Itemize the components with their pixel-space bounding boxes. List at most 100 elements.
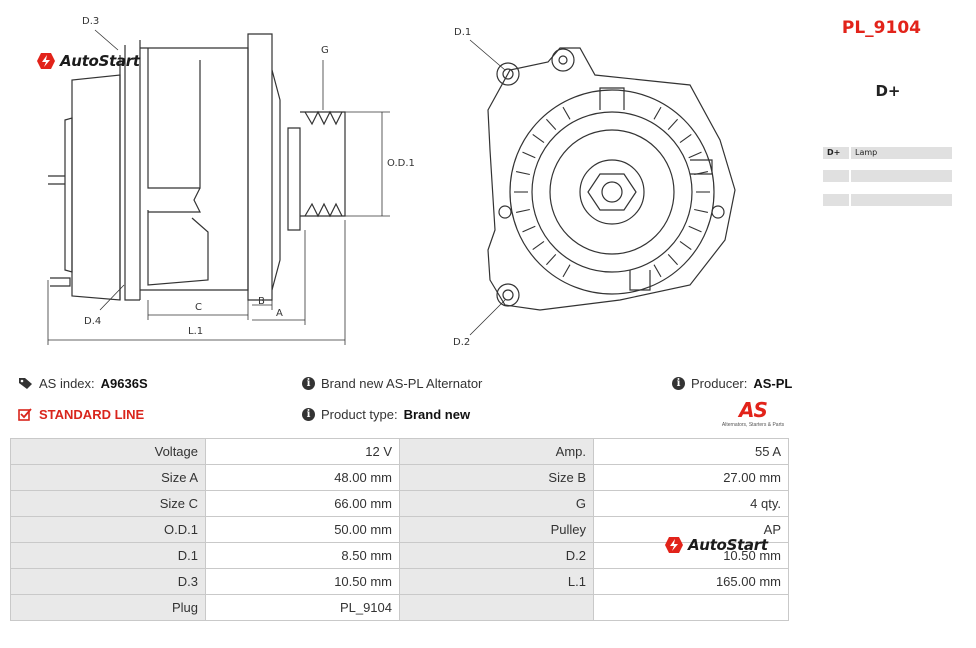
cooling-fin	[532, 240, 545, 251]
cooling-fin	[562, 106, 571, 120]
cooling-fin	[545, 118, 557, 130]
spec-table: Voltage 12 V Amp. 55 A Size A 48.00 mm S…	[10, 438, 789, 621]
as-index-info: AS index: A9636S	[18, 376, 148, 391]
autostart-logo-text: AutoStart	[60, 52, 140, 70]
terminal-code	[823, 170, 849, 182]
table-row: Size C 66.00 mm G 4 qty.	[10, 490, 789, 517]
info-icon: i	[302, 408, 315, 421]
spec-label: D.2	[399, 542, 594, 569]
table-row: Voltage 12 V Amp. 55 A	[10, 438, 789, 465]
dim-label-d1: D.1	[454, 27, 472, 38]
cooling-fin	[522, 225, 536, 233]
dim-label-d4: D.4	[84, 316, 102, 327]
cooling-fin	[694, 208, 709, 213]
tag-icon	[19, 378, 32, 389]
dim-label-b: B	[258, 296, 265, 307]
spec-label: D.3	[10, 568, 206, 595]
as-index-label: AS index:	[39, 376, 95, 391]
table-row: Size A 48.00 mm Size B 27.00 mm	[10, 464, 789, 491]
table-row: O.D.1 50.00 mm Pulley AP	[10, 516, 789, 543]
cooling-fin	[694, 171, 709, 176]
spec-label: Plug	[10, 594, 206, 621]
spec-value: AP	[593, 516, 789, 543]
cooling-fin	[667, 118, 679, 130]
as-logo-caption: Alternators, Starters & Parts	[721, 422, 785, 428]
dim-label-a: A	[276, 308, 283, 319]
as-logo: AS Alternators, Starters & Parts	[715, 400, 791, 428]
terminal-row	[823, 170, 952, 182]
cooling-fin	[522, 151, 536, 159]
terminal-code	[823, 194, 849, 206]
info-icon: i	[302, 377, 315, 390]
spec-value: 165.00 mm	[593, 568, 789, 595]
terminal-name	[851, 194, 952, 206]
dim-label-d2: D.2	[453, 337, 471, 348]
table-row: D.3 10.50 mm L.1 165.00 mm	[10, 568, 789, 595]
cooling-fin	[562, 264, 571, 278]
terminal-code: D+	[823, 147, 849, 159]
product-type-info: i Product type: Brand new	[302, 407, 470, 422]
autostart-logo: AutoStart	[36, 52, 140, 70]
cooling-fin	[653, 264, 662, 278]
cooling-fin	[515, 171, 530, 176]
spec-value: 12 V	[205, 438, 400, 465]
cooling-fin	[688, 225, 702, 233]
spec-value: PL_9104	[205, 594, 400, 621]
spec-label: Size A	[10, 464, 206, 491]
cooling-fin	[667, 254, 679, 266]
terminal-name: Lamp	[851, 147, 952, 159]
spec-label: O.D.1	[10, 516, 206, 543]
spec-label: G	[399, 490, 594, 517]
cooling-fin	[515, 208, 530, 213]
autostart-watermark-logo: AutoStart	[664, 536, 768, 554]
spec-label: L.1	[399, 568, 594, 595]
cooling-fin	[688, 151, 702, 159]
technical-drawing	[47, 29, 736, 345]
spec-value: 66.00 mm	[205, 490, 400, 517]
as-logo-mark: AS	[739, 398, 768, 422]
standard-line-text: STANDARD LINE	[39, 407, 145, 422]
spec-label: Voltage	[10, 438, 206, 465]
dim-label-g: G	[321, 45, 329, 56]
spec-label	[399, 594, 594, 621]
part-code: PL_9104	[841, 18, 921, 38]
spec-label: Amp.	[399, 438, 594, 465]
terminal-name	[851, 170, 952, 182]
dim-label-l1: L.1	[188, 326, 204, 337]
spec-value: 27.00 mm	[593, 464, 789, 491]
checkbox-icon	[18, 408, 32, 421]
terminal-row	[823, 194, 952, 206]
spec-value: 55 A	[593, 438, 789, 465]
product-type-value: Brand new	[403, 407, 471, 422]
standard-line-badge: STANDARD LINE	[18, 407, 144, 422]
producer-info: i Producer: AS-PL	[672, 376, 792, 391]
spec-value: 8.50 mm	[205, 542, 400, 569]
brand-new-text: Brand new AS-PL Alternator	[321, 376, 483, 391]
dim-label-d3: D.3	[82, 16, 100, 27]
brand-new-info: i Brand new AS-PL Alternator	[302, 376, 482, 391]
spec-label: Pulley	[399, 516, 594, 543]
table-row: Plug PL_9104	[10, 594, 789, 621]
spec-value: 50.00 mm	[205, 516, 400, 543]
spec-value	[593, 594, 789, 621]
spec-value: 48.00 mm	[205, 464, 400, 491]
cooling-fin	[679, 240, 692, 251]
cooling-fin	[679, 133, 692, 144]
cooling-fin	[653, 106, 662, 120]
dim-label-c: C	[195, 302, 202, 313]
as-index-value: A9636S	[100, 376, 148, 391]
product-type-label: Product type:	[321, 407, 398, 422]
autostart-logo-text: AutoStart	[688, 536, 768, 554]
spec-label: Size B	[399, 464, 594, 491]
spec-value: 4 qty.	[593, 490, 789, 517]
producer-value: AS-PL	[753, 376, 793, 391]
spec-value: 10.50 mm	[205, 568, 400, 595]
cooling-fin	[545, 254, 557, 266]
cooling-fin	[532, 133, 545, 144]
dim-label-od1: O.D.1	[387, 158, 415, 169]
terminal-row: D+ Lamp	[823, 147, 952, 159]
terminal-title: D+	[875, 82, 901, 100]
autostart-logo-icon	[37, 53, 55, 69]
spec-label: Size C	[10, 490, 206, 517]
producer-label: Producer:	[691, 376, 748, 391]
